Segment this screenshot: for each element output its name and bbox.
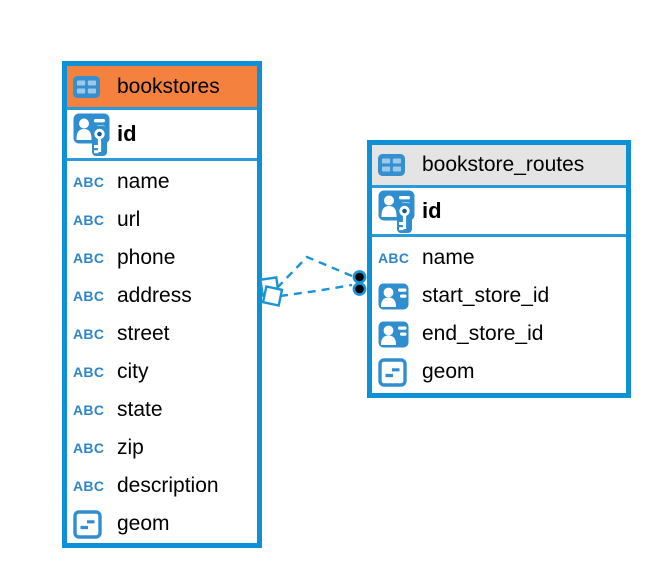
text-type-icon: ABC — [73, 364, 105, 380]
text-type-icon: ABC — [378, 250, 410, 266]
column-label: zip — [117, 436, 144, 459]
column-label: description — [117, 474, 219, 497]
text-type-icon: ABC — [73, 440, 105, 456]
column-row[interactable]: ABC address — [67, 277, 257, 315]
relationship-line-lower[interactable] — [279, 283, 353, 298]
column-label: state — [117, 398, 163, 421]
column-label: street — [117, 322, 170, 345]
column-label: id — [117, 121, 137, 146]
primary-key-icon — [378, 190, 422, 233]
column-row-id[interactable]: id — [67, 110, 257, 161]
column-label: geom — [117, 512, 170, 535]
column-row[interactable]: ABC state — [67, 391, 257, 429]
column-label: geom — [422, 360, 475, 383]
column-row[interactable]: ABC zip — [67, 429, 257, 467]
relationship-square-marker[interactable] — [259, 276, 280, 297]
text-type-icon: ABC — [73, 212, 105, 228]
column-label: name — [117, 170, 170, 193]
column-row[interactable]: end_store_id — [372, 315, 626, 353]
text-type-icon: ABC — [73, 402, 105, 418]
column-row[interactable]: ABC description — [67, 467, 257, 505]
relationship-connector[interactable] — [259, 255, 367, 307]
column-row-id[interactable]: id — [372, 188, 626, 237]
column-label: end_store_id — [422, 322, 544, 345]
column-row[interactable]: ABC url — [67, 201, 257, 239]
text-type-icon: ABC — [73, 250, 105, 266]
table-title: bookstore_routes — [422, 153, 585, 176]
table-bookstores[interactable]: bookstores id — [62, 61, 262, 548]
column-label: phone — [117, 246, 176, 269]
relationship-square-marker[interactable] — [261, 285, 284, 307]
text-type-icon: ABC — [73, 288, 105, 304]
table-bookstore-routes-header[interactable]: bookstore_routes — [372, 145, 626, 188]
text-type-icon: ABC — [73, 326, 105, 342]
table-icon — [378, 154, 422, 176]
table-icon — [73, 75, 117, 98]
relationship-circle-marker[interactable] — [352, 270, 367, 284]
geometry-type-icon — [73, 509, 117, 539]
relationship-circle-marker[interactable] — [352, 282, 367, 296]
relationship-line-upper[interactable] — [276, 255, 353, 289]
table-bookstore-routes[interactable]: bookstore_routes id — [367, 140, 631, 398]
column-row[interactable]: ABC phone — [67, 239, 257, 277]
reference-type-icon — [378, 321, 422, 348]
primary-key-icon — [73, 113, 117, 156]
column-label: start_store_id — [422, 284, 550, 307]
column-row[interactable]: ABC city — [67, 353, 257, 391]
text-type-icon: ABC — [73, 478, 105, 494]
column-label: id — [422, 198, 442, 223]
table-bookstores-header[interactable]: bookstores — [67, 66, 257, 110]
column-row[interactable]: ABC street — [67, 315, 257, 353]
column-label: url — [117, 208, 141, 231]
column-row[interactable]: ABC name — [67, 163, 257, 201]
column-label: name — [422, 246, 475, 269]
column-row[interactable]: ABC name — [372, 239, 626, 277]
column-label: address — [117, 284, 192, 307]
table-bookstores-columns: ABC name ABC url ABC phone ABC address A… — [67, 161, 257, 543]
table-bookstore-routes-columns: ABC name start_store_id — [372, 237, 626, 391]
reference-type-icon — [378, 283, 422, 310]
table-title: bookstores — [117, 74, 220, 98]
geometry-type-icon — [378, 357, 422, 387]
column-row[interactable]: geom — [67, 505, 257, 543]
column-row[interactable]: start_store_id — [372, 277, 626, 315]
text-type-icon: ABC — [73, 174, 105, 190]
column-row[interactable]: geom — [372, 353, 626, 391]
column-label: city — [117, 360, 149, 383]
